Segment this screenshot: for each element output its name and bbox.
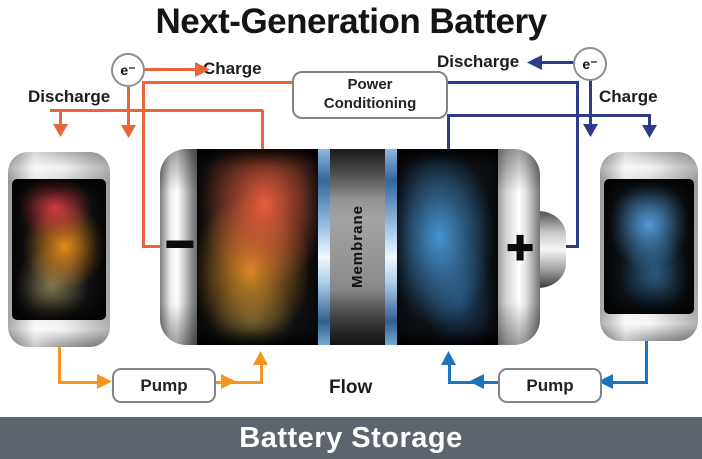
membrane-label: Membrane — [349, 205, 366, 289]
left-cell-return-arrow-icon — [253, 351, 268, 365]
left-pump-box: Pump — [112, 368, 216, 403]
right-discharge-arrow-icon — [527, 55, 542, 70]
banner-label: Battery Storage — [239, 421, 463, 454]
left-pump-outlet-line — [212, 381, 263, 384]
left-tank-feed-line — [59, 112, 62, 125]
right-tank-electrolyte — [604, 179, 694, 314]
left-charge-label: Charge — [203, 59, 262, 78]
negative-terminal-symbol: − — [164, 216, 195, 272]
left-pump-inlet-arrow-icon — [97, 374, 112, 389]
left-tank-feed-arrow-icon — [53, 124, 68, 137]
right-cell-return-line — [448, 364, 451, 381]
right-charge-bus-line — [447, 114, 651, 117]
left-terminal-drop-line — [142, 81, 145, 248]
left-discharge-label: Discharge — [28, 87, 111, 106]
left-electron-icon: e⁻ — [111, 53, 145, 87]
power-conditioning-box: Power Conditioning — [292, 71, 448, 119]
left-tank-electrolyte — [12, 179, 106, 320]
right-terminal-stub-line — [562, 245, 578, 248]
positive-end-cap — [498, 149, 540, 345]
negative-half-cell — [197, 149, 318, 345]
right-tank-feed-line — [648, 117, 651, 126]
right-tank-outlet-line — [645, 340, 648, 383]
positive-half-cell — [397, 149, 498, 345]
right-power-line — [428, 81, 579, 84]
left-power-line — [142, 81, 292, 84]
right-tank-feed-arrow-icon — [642, 125, 657, 138]
right-electrolyte-tank — [600, 152, 698, 341]
right-cell-return-arrow-icon — [441, 351, 456, 365]
positive-terminal-symbol: + — [506, 221, 535, 273]
left-discharge-bus-line — [50, 109, 263, 112]
left-cell-top-line — [261, 110, 264, 151]
left-electron-drop-arrow-icon — [121, 125, 136, 138]
right-electron-icon: e⁻ — [573, 47, 607, 81]
right-pump-outlet-arrow-icon — [469, 374, 484, 389]
battery-cell: Membrane — [160, 149, 540, 345]
left-charge-line — [145, 68, 195, 71]
right-electron-drop-arrow-icon — [583, 124, 598, 137]
right-terminal-drop-line — [576, 81, 579, 248]
left-pump-outlet-arrow-icon — [221, 374, 236, 389]
banner: Battery Storage — [0, 417, 702, 459]
left-pump-inlet-line — [58, 381, 98, 384]
flow-label: Flow — [329, 377, 373, 398]
left-cell-return-line — [260, 364, 263, 381]
left-tank-outlet-line — [58, 345, 61, 383]
right-discharge-label: Discharge — [437, 52, 520, 71]
right-pump-inlet-line — [612, 381, 648, 384]
membrane-strip-right — [385, 149, 397, 345]
left-electrolyte-tank — [8, 152, 110, 347]
membrane-column: Membrane — [330, 149, 385, 345]
right-pump-box: Pump — [498, 368, 602, 403]
page-title: Next-Generation Battery — [155, 2, 547, 41]
negative-end-cap — [160, 149, 197, 345]
positive-terminal-nub — [538, 211, 566, 288]
left-electron-drop-line — [127, 87, 130, 126]
right-discharge-line — [541, 61, 575, 64]
right-charge-label: Charge — [599, 87, 658, 106]
right-cell-top-line — [447, 114, 450, 151]
left-terminal-stub-line — [142, 245, 168, 248]
membrane-strip-left — [318, 149, 330, 345]
right-electron-drop-line — [589, 80, 592, 125]
